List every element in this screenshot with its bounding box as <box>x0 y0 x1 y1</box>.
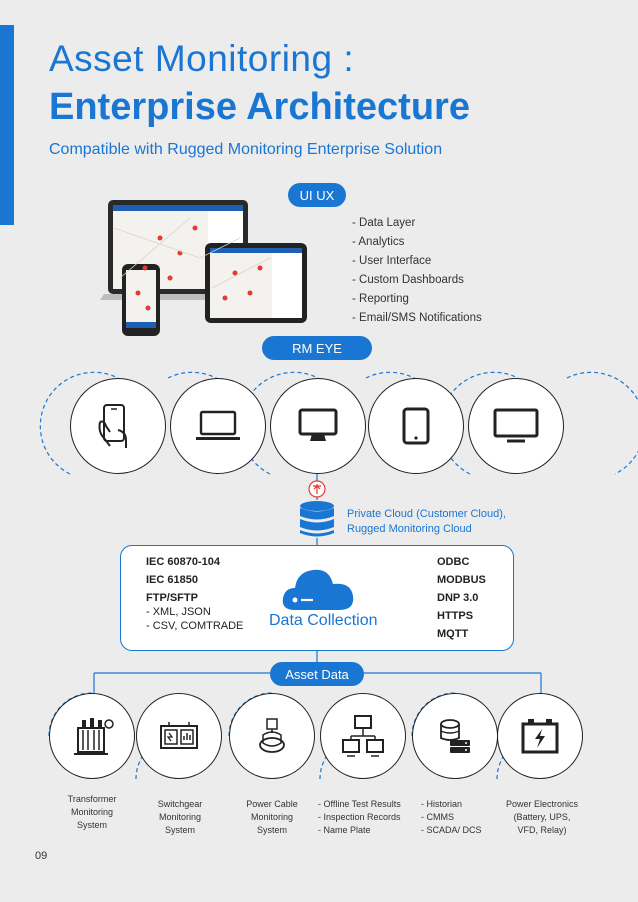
transformer-circle <box>49 693 135 779</box>
asset-label-line: Power Electronics <box>505 799 579 809</box>
asset-label-line: - Name Plate <box>318 825 371 835</box>
data-collection-box: IEC 60870-104 IEC 61850 FTP/SFTP - XML, … <box>120 545 514 651</box>
asset-label-line: Monitoring <box>250 812 294 822</box>
power-cable-icon <box>259 718 285 753</box>
asset-label-line: System <box>164 825 195 835</box>
protocol-modbus: MODBUS <box>437 574 486 586</box>
asset-data-pill: Asset Data <box>270 662 364 686</box>
smartphone-touch-circle <box>70 378 166 474</box>
ui-ux-pill: UI UX <box>288 183 346 207</box>
battery-bolt-icon <box>521 719 559 754</box>
switchgear-circle <box>136 693 222 779</box>
asset-label-line: VFD, Relay) <box>517 825 567 835</box>
smartphone-hand-icon <box>98 404 127 448</box>
cloud-icon <box>282 569 354 610</box>
tv-monitor-circle <box>468 378 564 474</box>
cloud-note-line1: Private Cloud (Customer Cloud), <box>347 508 506 520</box>
power-electronics-circle <box>497 693 583 779</box>
switchgear-icon <box>160 722 198 749</box>
server-database-icon <box>440 719 470 753</box>
protocol-iec-61850: IEC 61850 <box>146 574 198 586</box>
accent-bar <box>0 25 14 225</box>
asset-label-line: - SCADA/ DCS <box>421 825 482 835</box>
page-title-line2: Enterprise Architecture <box>49 86 470 128</box>
protocol-ftp-sftp: FTP/SFTP <box>146 592 198 604</box>
asset-label-line: Monitoring <box>158 812 202 822</box>
page-number: 09 <box>35 850 48 862</box>
protocol-iec-60870: IEC 60870-104 <box>146 556 220 568</box>
antenna-icon <box>308 480 326 498</box>
feature-item: - Analytics <box>352 236 405 248</box>
asset-label-line: Switchgear <box>157 799 203 809</box>
asset-label-line: System <box>76 820 107 830</box>
laptop-icon <box>196 410 240 440</box>
asset-label-switchgear: Switchgear Monitoring System <box>138 798 222 837</box>
asset-label-power-electronics: Power Electronics (Battery, UPS, VFD, Re… <box>498 798 586 837</box>
tablet-icon <box>402 407 430 445</box>
page-title-line1: Asset Monitoring : <box>49 38 355 79</box>
format-csv-comtrade: - CSV, COMTRADE <box>146 620 244 632</box>
asset-label-line: - Offline Test Results <box>318 799 401 809</box>
feature-item: - Email/SMS Notifications <box>352 312 482 324</box>
asset-label-line: - CMMS <box>421 812 454 822</box>
feature-item: - Custom Dashboards <box>352 274 464 286</box>
feature-item: - User Interface <box>352 255 432 267</box>
power-cable-circle <box>229 693 315 779</box>
format-xml-json: - XML, JSON <box>146 606 211 618</box>
asset-label-line: (Battery, UPS, <box>513 812 571 822</box>
feature-item: - Reporting <box>352 293 409 305</box>
cloud-note-line2: Rugged Monitoring Cloud <box>347 523 472 535</box>
database-icon <box>300 501 334 537</box>
protocol-mqtt: MQTT <box>437 628 469 640</box>
asset-label-historian: - Historian - CMMS - SCADA/ DCS <box>421 798 501 837</box>
laptop-circle <box>170 378 266 474</box>
tv-monitor-icon <box>493 408 539 443</box>
asset-label-transformer: Transformer Monitoring System <box>50 793 134 832</box>
protocol-odbc: ODBC <box>437 556 470 568</box>
protocol-https: HTTPS <box>437 610 474 622</box>
asset-label-line: Monitoring <box>70 807 114 817</box>
network-computers-icon <box>342 715 384 757</box>
historian-circle <box>412 693 498 779</box>
asset-label-power-cable: Power Cable Monitoring System <box>229 798 315 837</box>
protocol-dnp3: DNP 3.0 <box>437 592 479 604</box>
ui-ux-feature-list: - Data Layer - Analytics - User Interfac… <box>352 214 482 328</box>
page-subtitle: Compatible with Rugged Monitoring Enterp… <box>49 141 443 158</box>
test-records-circle <box>320 693 406 779</box>
device-mockups-image <box>100 200 307 336</box>
tablet-circle <box>368 378 464 474</box>
cloud-note: Private Cloud (Customer Cloud), Rugged M… <box>347 507 506 537</box>
asset-label-line: - Historian <box>421 799 463 809</box>
rm-eye-pill: RM EYE <box>262 336 372 360</box>
feature-item: - Data Layer <box>352 217 416 229</box>
asset-label-line: - Inspection Records <box>318 812 401 822</box>
desktop-monitor-icon <box>298 408 338 441</box>
transformer-icon <box>74 718 114 755</box>
asset-label-line: System <box>256 825 287 835</box>
desktop-monitor-circle <box>270 378 366 474</box>
asset-label-line: Power Cable <box>246 799 298 809</box>
asset-label-line: Transformer <box>67 794 117 804</box>
data-collection-label: Data Collection <box>269 612 378 629</box>
asset-label-test-records: - Offline Test Results - Inspection Reco… <box>318 798 418 837</box>
